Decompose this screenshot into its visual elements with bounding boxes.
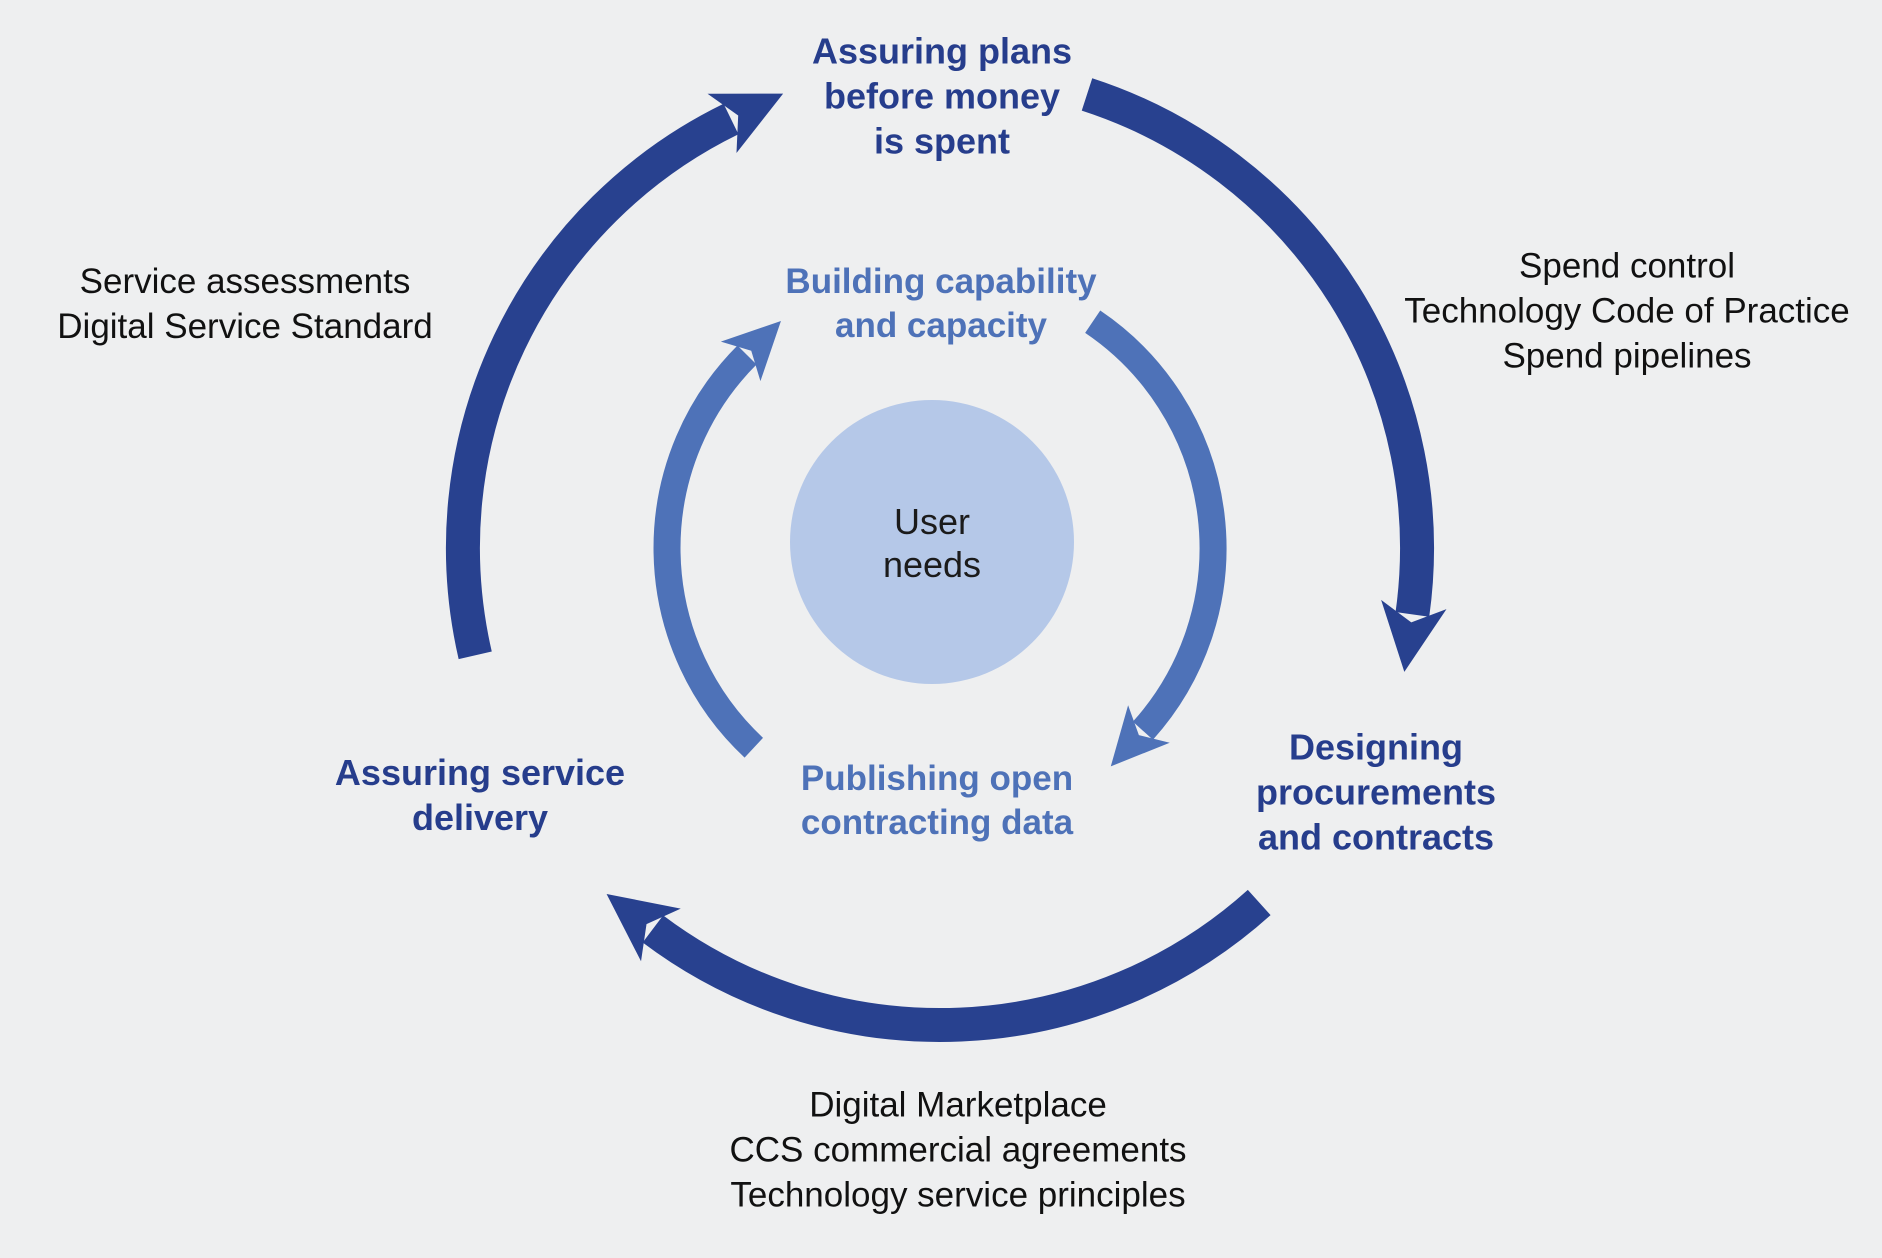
label-building-capability: Building capability and capacity [785, 260, 1096, 348]
label-line: Building capability [785, 262, 1097, 301]
outer-arrowhead-right-icon [1381, 599, 1447, 672]
annotation-line: CCS commercial agreements [729, 1130, 1187, 1170]
label-line: before money [823, 75, 1061, 117]
outer-arrowhead-top-icon [707, 93, 784, 154]
label-line: Assuring plans [811, 30, 1073, 72]
label-line: Publishing open [800, 759, 1074, 798]
label-line: contracting data [800, 803, 1074, 842]
label-line: procurements [1255, 771, 1497, 813]
label-publishing-open-contracting: Publishing open contracting data [801, 757, 1073, 845]
inner-arrowhead-top-icon [720, 321, 781, 382]
inner-arrowhead-bottom-icon [1110, 705, 1170, 767]
outer-arc-bottom [642, 889, 1271, 1042]
inner-arc-left [653, 345, 764, 758]
label-line: is spent [873, 120, 1011, 162]
annotation-line: Technology service principles [730, 1175, 1186, 1215]
label-line: and contracts [1257, 816, 1495, 858]
label-line: delivery [411, 797, 549, 838]
label-assuring-plans: Assuring plans before money is spent [812, 29, 1072, 164]
annotation-bottom: Digital Marketplace CCS commercial agree… [729, 1083, 1186, 1218]
label-user-needs: User needs [883, 500, 981, 586]
outer-arrowhead-bottom-left-icon [606, 893, 681, 962]
label-assuring-service-delivery: Assuring service delivery [335, 750, 625, 840]
annotation-right: Spend control Technology Code of Practic… [1404, 244, 1850, 379]
user-needs-circle [790, 400, 1074, 684]
annotation-line: Service assessments [79, 262, 411, 301]
annotation-line: Technology Code of Practice [1404, 291, 1850, 331]
outer-arc-right [1081, 78, 1434, 617]
label-line: needs [882, 544, 982, 585]
outer-arc-left [445, 103, 739, 660]
label-line: Assuring service [334, 752, 626, 793]
annotation-line: Digital Marketplace [809, 1085, 1107, 1125]
label-designing-procurements: Designing procurements and contracts [1256, 725, 1496, 860]
annotation-line: Spend pipelines [1502, 336, 1752, 376]
label-line: User [893, 501, 970, 542]
inner-arc-right [1085, 310, 1227, 740]
annotation-left: Service assessments Digital Service Stan… [57, 259, 432, 349]
annotation-line: Digital Service Standard [57, 307, 433, 346]
annotation-line: Spend control [1519, 246, 1735, 286]
label-line: Designing [1288, 726, 1464, 768]
label-line: and capacity [834, 306, 1048, 345]
